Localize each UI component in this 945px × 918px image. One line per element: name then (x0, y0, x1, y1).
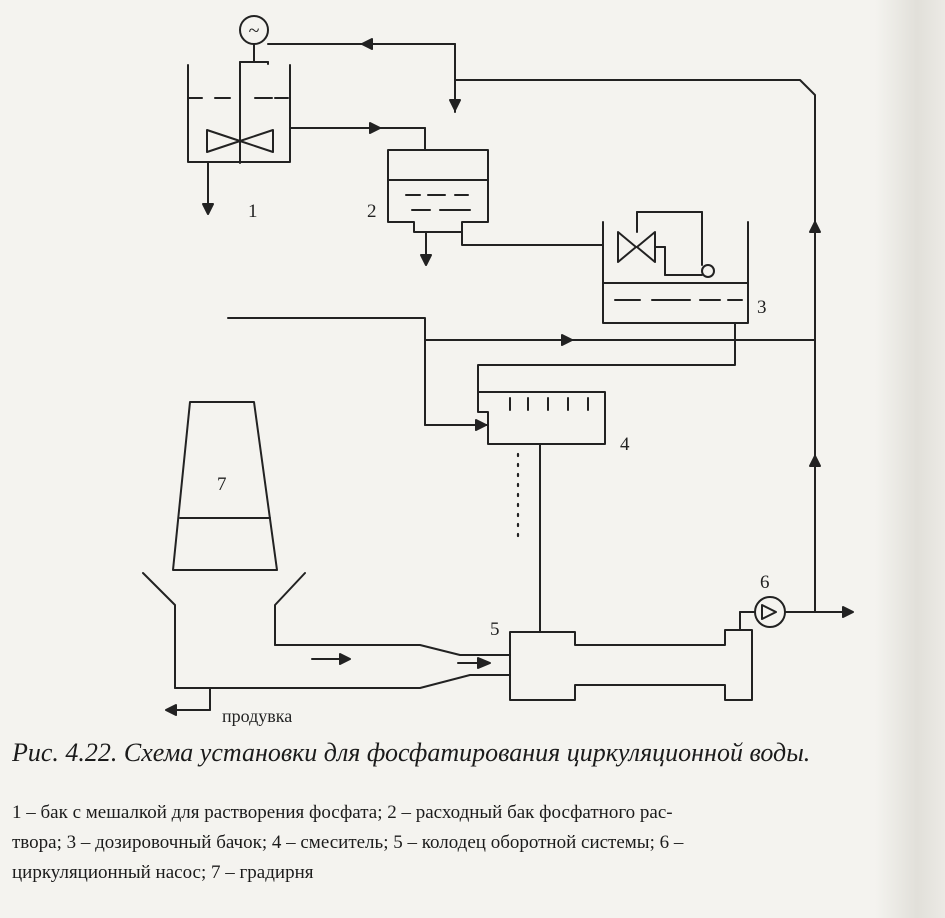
phosphating-scheme-diagram: ~ (142, 15, 854, 726)
label-mixer-4: 4 (620, 434, 630, 455)
well-5 (509, 629, 753, 701)
label-blowdown: продувка (222, 706, 292, 726)
figure-caption: Рис. 4.22. Схема установки для фосфатиро… (12, 738, 811, 767)
cooling-tower-7 (142, 401, 306, 689)
legend-line-1: 1 – бак с мешалкой для растворения фосфа… (12, 802, 673, 823)
label-well-5: 5 (490, 619, 500, 640)
tank-3-dosing (602, 211, 749, 324)
figure-legend: 1 – бак с мешалкой для растворения фосфа… (12, 798, 932, 888)
pump-6 (739, 596, 854, 631)
label-tank-3: 3 (757, 297, 767, 318)
legend-line-3: циркуляционный насос; 7 – градирня (12, 862, 314, 883)
legend-line-2: твора; 3 – дозировочный бачок; 4 – смеси… (12, 832, 684, 853)
mixer-4 (477, 391, 606, 445)
piping (165, 38, 821, 716)
pump-icon (754, 596, 786, 628)
tank-2-supply (387, 149, 489, 266)
label-tank-2: 2 (367, 201, 377, 222)
label-tower-7: 7 (217, 474, 227, 495)
motor-symbol: ~ (249, 20, 260, 42)
label-pump-6: 6 (760, 572, 770, 593)
tank-1-mixer (187, 15, 291, 215)
label-tank-1: 1 (248, 201, 258, 222)
